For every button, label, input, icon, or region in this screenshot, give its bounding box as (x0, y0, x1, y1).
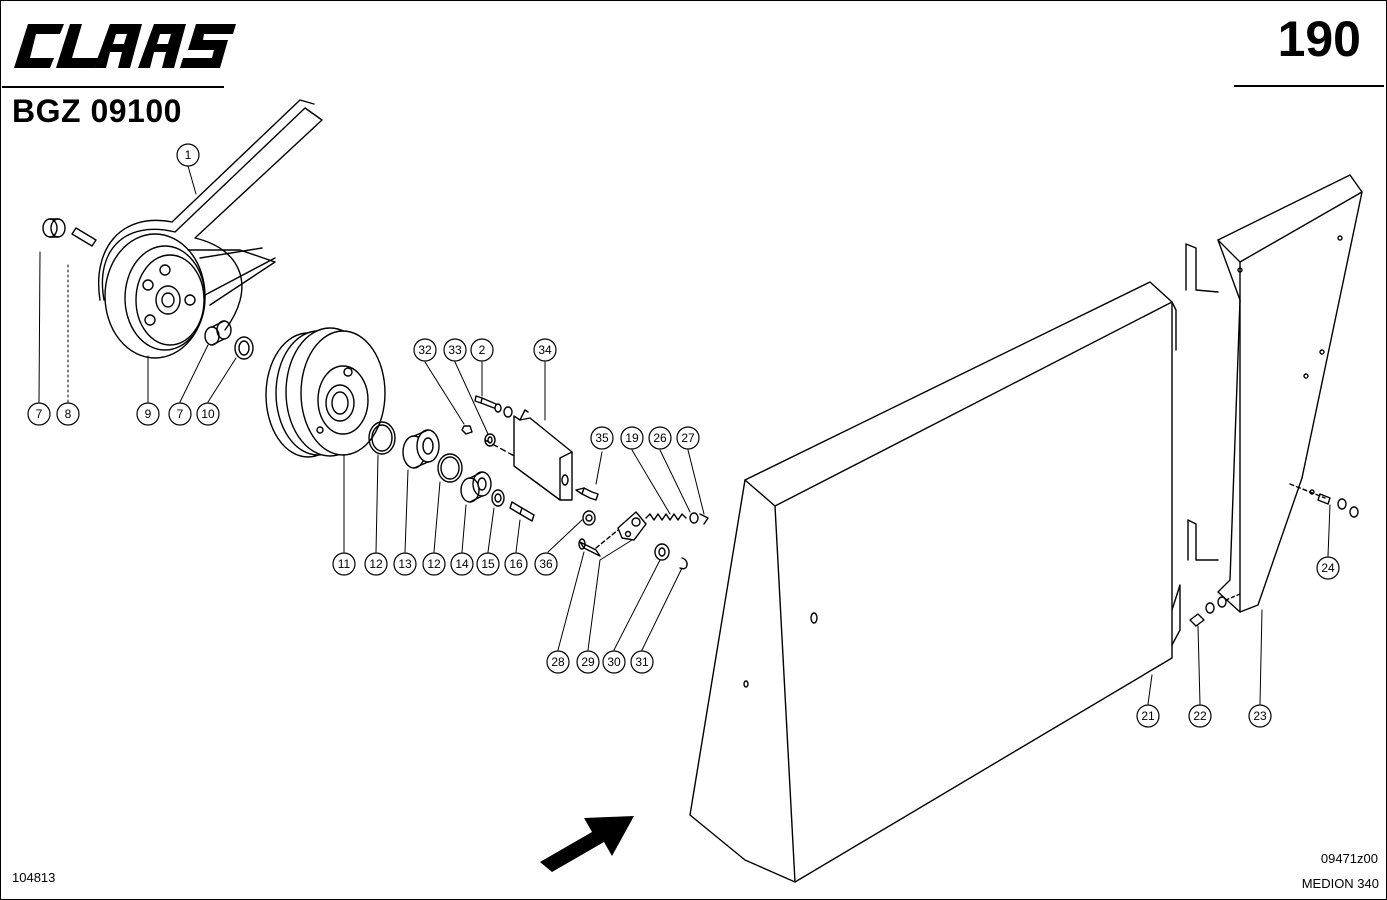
callout-14: 14 (455, 557, 469, 571)
view-direction-arrow-icon (540, 816, 634, 872)
callout-30: 30 (607, 655, 621, 669)
bolt-set-22 (1189, 593, 1241, 627)
callout-27: 27 (681, 431, 695, 445)
washer-33 (484, 433, 496, 447)
callout-36: 36 (539, 557, 553, 571)
axis-line-1 (484, 439, 541, 471)
header-rule-left (2, 86, 224, 88)
nut-32 (461, 425, 473, 435)
callout-9: 9 (145, 407, 152, 421)
callout-22: 22 (1193, 709, 1207, 723)
spring-19 (645, 513, 687, 521)
washer-15 (491, 489, 505, 507)
callout-7b: 7 (177, 407, 184, 421)
callout-32: 32 (418, 343, 432, 357)
circlip-12-b (437, 453, 463, 483)
callout-11: 11 (338, 557, 351, 571)
bolt-2 (474, 395, 513, 418)
circlip-12-a (368, 421, 396, 455)
pin-27 (699, 513, 709, 525)
callout-7a: 7 (36, 407, 43, 421)
claas-logo-icon (14, 20, 236, 72)
callout-15: 15 (481, 557, 495, 571)
drawing-id: 09471z00 (1320, 851, 1378, 866)
callout-13: 13 (398, 557, 412, 571)
callout-2: 2 (479, 343, 486, 357)
washer-26 (689, 512, 699, 524)
callout-16: 16 (509, 557, 523, 571)
v-belt (98, 99, 323, 331)
callout-34: 34 (538, 343, 552, 357)
bolt-set-24 (1289, 483, 1359, 518)
callout-33: 33 (448, 343, 462, 357)
callout-19: 19 (625, 431, 639, 445)
callout-10: 10 (201, 407, 215, 421)
model-name: MEDION 340 (1301, 876, 1379, 891)
bolt-16 (509, 501, 535, 522)
page-number: 190 (1277, 11, 1361, 67)
bearing-13 (402, 429, 440, 469)
callout-21: 21 (1141, 709, 1155, 723)
side-panel-23 (1185, 174, 1363, 613)
callout-12b: 12 (427, 557, 441, 571)
header-rule-right (1234, 85, 1384, 87)
pin-35 (575, 487, 599, 501)
callout-8: 8 (65, 407, 72, 421)
bushing-7-left (42, 218, 66, 238)
callouts (27, 143, 1340, 728)
callout-29: 29 (581, 655, 595, 669)
circlip-31 (679, 557, 688, 570)
callout-26: 26 (653, 431, 667, 445)
lever-29 (617, 511, 647, 541)
key-8 (71, 227, 97, 247)
bushing-30 (654, 543, 670, 561)
callout-1: 1 (185, 148, 192, 162)
bushing-36 (582, 510, 596, 526)
drive-pulley (104, 233, 206, 359)
callout-12a: 12 (369, 557, 383, 571)
guard-cover-21 (689, 281, 1181, 883)
doc-number: 104813 (12, 870, 56, 885)
stud-28 (578, 538, 601, 557)
callout-23: 23 (1253, 709, 1267, 723)
double-pulley (265, 327, 386, 458)
axis-line-2 (595, 529, 619, 549)
spacer-14 (460, 471, 492, 503)
leader-lines (38, 165, 1331, 705)
callout-31: 31 (635, 655, 649, 669)
bushing-7-center (204, 320, 232, 346)
callout-35: 35 (595, 431, 609, 445)
group-code: BGZ 09100 (12, 93, 182, 129)
bracket-34 (513, 409, 573, 501)
callout-28: 28 (551, 655, 565, 669)
ring-10 (234, 336, 254, 360)
callout-24: 24 (1321, 561, 1335, 575)
